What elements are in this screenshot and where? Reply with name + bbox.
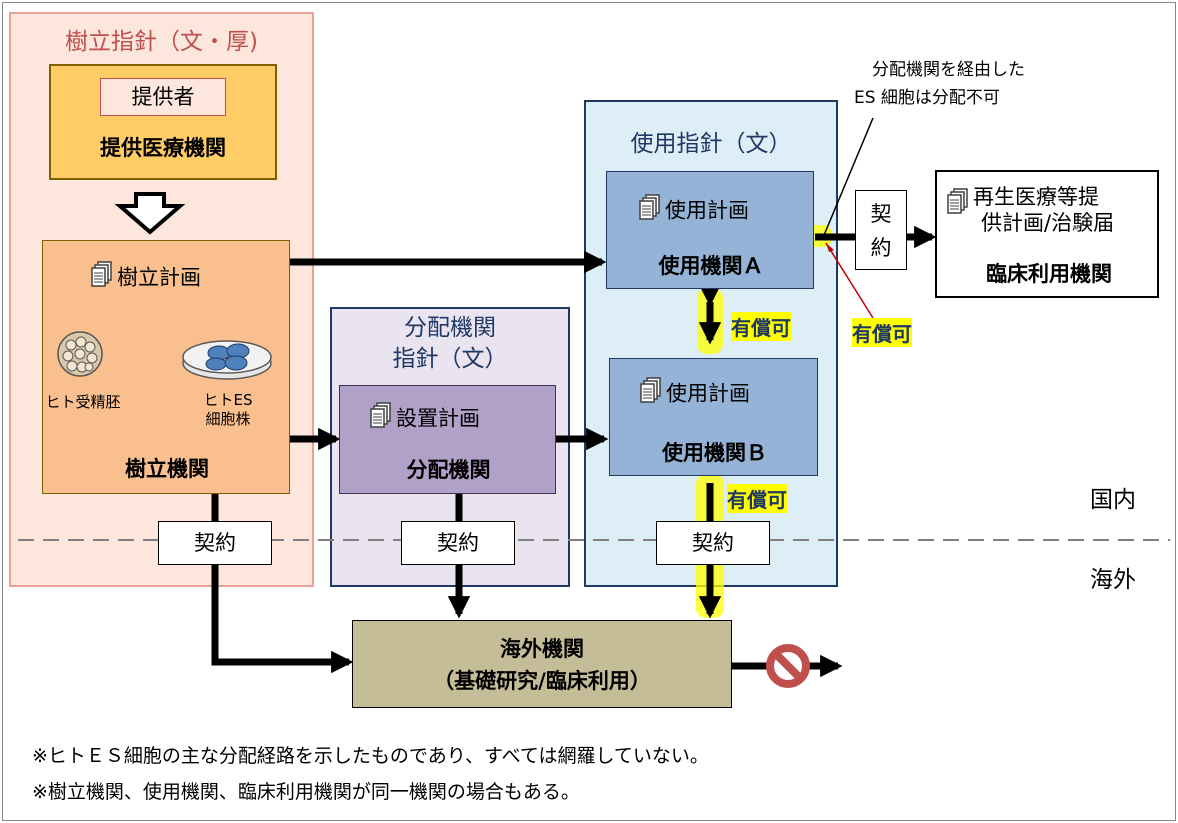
note-line1: 分配機関を経由した <box>872 60 1025 80</box>
overseas-label: 海外 <box>1090 567 1136 593</box>
embryo-icon <box>55 329 105 383</box>
no-entry-icon <box>765 643 811 693</box>
distribution-institution-box: 設置計画 分配機関 <box>339 385 556 494</box>
distribution-institution-label: 分配機関 <box>406 458 491 482</box>
contract-label-distribution: 契約 <box>401 521 515 565</box>
paid-allowed-label-b-overseas: 有償可 <box>727 484 787 513</box>
distribution-guideline-title-line2: 指針（文） <box>392 346 508 372</box>
contract-label-establishment: 契約 <box>158 521 272 565</box>
clinical-use-institution-box: 再生医療等提 供計画/治験届 臨床利用機関 <box>935 170 1159 298</box>
usage-institution-b-label: 使用機関Ｂ <box>662 441 767 465</box>
usage-guideline-title: 使用指針（文） <box>630 131 792 157</box>
document-stack-icon <box>91 261 113 292</box>
establishment-institution-box: 樹立計画 ヒト受精胚 ヒトES 細胞株 樹立機関 <box>42 240 290 494</box>
distribution-guideline-title-line1: 分配機関 <box>404 315 496 341</box>
distribution-guideline-title: 分配機関 指針（文） <box>330 313 570 375</box>
contract-label-clinical: 契 約 <box>855 190 907 270</box>
establishment-institution-label: 樹立機関 <box>125 457 209 481</box>
provider-medical-institution-label: 提供医療機関 <box>100 136 226 160</box>
footnote-line1: ※ヒトＥＳ細胞の主な分配経路を示したものであり、すべては網羅していない。 <box>32 745 709 767</box>
paid-allowed-label-clinical: 有償可 <box>852 318 912 347</box>
es-cell-line-label-line1: ヒトES <box>203 391 253 409</box>
document-stack-icon <box>640 377 662 408</box>
paid-allowed-label-ab: 有償可 <box>731 312 791 341</box>
usage-institution-b-box: 使用計画 使用機関Ｂ <box>609 358 818 476</box>
establishment-plan-label: 樹立計画 <box>117 265 201 290</box>
usage-plan-b: 使用計画 <box>640 377 750 408</box>
es-cell-line-label-line2: 細胞株 <box>205 410 251 428</box>
es-cell-line-label: ヒトES 細胞株 <box>185 391 271 429</box>
contract-vertical-char-2: 約 <box>870 236 892 260</box>
distribution-plan-label: 設置計画 <box>396 406 480 431</box>
usage-plan-a-label: 使用計画 <box>665 198 749 223</box>
usage-institution-a-box: 使用計画 使用機関Ａ <box>606 171 814 289</box>
distribution-plan: 設置計画 <box>370 402 480 433</box>
contract-label-usage: 契約 <box>656 521 770 565</box>
contract-vertical-char-1: 契 <box>870 202 892 226</box>
document-stack-icon <box>639 194 661 225</box>
provider-label: 提供者 <box>100 78 226 116</box>
usage-institution-a-label: 使用機関Ａ <box>658 254 764 278</box>
human-embryo-label: ヒト受精胚 <box>45 393 121 411</box>
provider-medical-institution-box: 提供者 提供医療機関 <box>49 64 277 180</box>
clinical-plan-line1: 再生医療等提 <box>973 185 1099 209</box>
usage-plan-b-label: 使用計画 <box>666 381 750 406</box>
footnotes: ※ヒトＥＳ細胞の主な分配経路を示したものであり、すべては網羅していない。 ※樹立… <box>32 738 709 810</box>
usage-plan-a: 使用計画 <box>639 194 749 225</box>
overseas-institution-purpose: （基礎研究/臨床利用） <box>433 669 651 693</box>
clinical-plan-line2: 供計画/治験届 <box>981 211 1115 235</box>
overseas-institution-label: 海外機関 <box>500 637 584 661</box>
establishment-plan: 樹立計画 <box>91 261 201 292</box>
establishment-guideline-title: 樹立指針（文・厚) <box>65 29 258 55</box>
clinical-use-institution-label: 臨床利用機関 <box>986 262 1112 286</box>
document-stack-icon <box>370 402 392 433</box>
note-line2: ES 細胞は分配不可 <box>854 88 1000 108</box>
document-stack-icon <box>947 188 969 220</box>
clinical-plan: 再生医療等提 供計画/治験届 <box>947 184 1114 236</box>
distribution-restriction-note: 分配機関を経由した ES 細胞は分配不可 <box>854 56 1025 112</box>
overseas-institution-box: 海外機関 （基礎研究/臨床利用） <box>352 620 732 708</box>
footnote-line2: ※樹立機関、使用機関、臨床利用機関が同一機関の場合もある。 <box>32 781 580 803</box>
petri-dish-icon <box>181 333 273 385</box>
domestic-label: 国内 <box>1090 487 1136 513</box>
